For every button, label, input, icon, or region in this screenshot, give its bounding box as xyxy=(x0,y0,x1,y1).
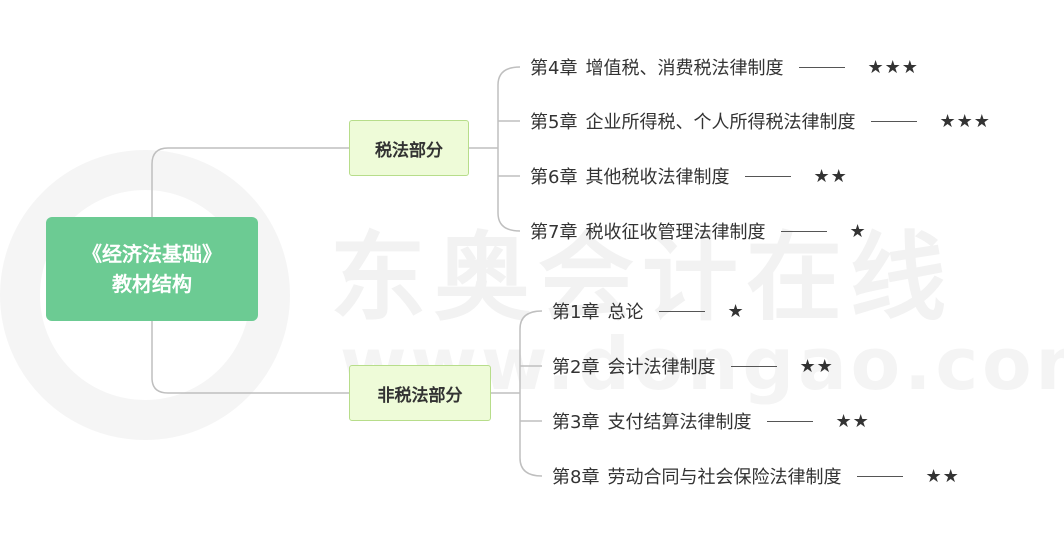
chapter-4: 第4章 增值税、消费税法律制度 ★★★ xyxy=(530,52,919,82)
chapter-7: 第7章 税收征收管理法律制度 ★ xyxy=(530,216,867,246)
branch-tax: 税法部分 xyxy=(349,120,469,176)
chapter-title: 税收征收管理法律制度 xyxy=(585,222,766,243)
root-title: 《经济法基础》 xyxy=(82,242,222,266)
chapter-number: 第7章 xyxy=(530,222,578,243)
chapter-title: 会计法律制度 xyxy=(607,357,716,378)
chapter-title: 增值税、消费税法律制度 xyxy=(585,58,784,79)
chapter-number: 第5章 xyxy=(530,112,578,133)
star-rating-icon: ★★ xyxy=(835,410,870,432)
branch-nontax-label: 非税法部分 xyxy=(377,385,463,406)
branch-nontax: 非税法部分 xyxy=(349,365,491,421)
chapter-number: 第3章 xyxy=(552,412,600,433)
connector-nontax-bracket xyxy=(519,310,543,477)
star-rating-icon: ★★ xyxy=(925,465,960,487)
chapter-number: 第8章 xyxy=(552,467,600,488)
star-rating-icon: ★★ xyxy=(799,355,834,377)
connector-root-to-nontax xyxy=(151,321,349,394)
root-node: 《经济法基础》 教材结构 xyxy=(46,217,258,321)
chapter-number: 第4章 xyxy=(530,58,578,79)
chapter-dash xyxy=(857,475,904,477)
chapter-5: 第5章 企业所得税、个人所得税法律制度 ★★★ xyxy=(530,106,991,136)
chapter-8: 第8章 劳动合同与社会保险法律制度 ★★ xyxy=(552,461,960,491)
chapter-number: 第2章 xyxy=(552,357,600,378)
connector-tax-bracket xyxy=(497,66,521,232)
star-rating-icon: ★★★ xyxy=(867,56,919,78)
chapter-dash xyxy=(871,120,918,122)
star-rating-icon: ★ xyxy=(727,300,745,322)
chapter-title: 支付结算法律制度 xyxy=(607,412,752,433)
chapter-dash xyxy=(767,420,814,422)
chapter-dash xyxy=(799,66,846,68)
chapter-title: 劳动合同与社会保险法律制度 xyxy=(607,467,842,488)
star-rating-icon: ★★ xyxy=(813,165,848,187)
chapter-3: 第3章 支付结算法律制度 ★★ xyxy=(552,406,870,436)
chapter-dash xyxy=(745,175,792,177)
chapter-title: 其他税收法律制度 xyxy=(585,167,730,188)
root-subtitle: 教材结构 xyxy=(112,272,192,296)
star-rating-icon: ★★★ xyxy=(939,110,991,132)
chapter-dash xyxy=(659,310,706,312)
chapter-2: 第2章 会计法律制度 ★★ xyxy=(552,351,834,381)
chapter-number: 第6章 xyxy=(530,167,578,188)
chapter-dash xyxy=(781,230,828,232)
branch-tax-label: 税法部分 xyxy=(375,140,443,161)
chapter-title: 企业所得税、个人所得税法律制度 xyxy=(585,112,856,133)
chapter-dash xyxy=(731,365,778,367)
connector-root-to-tax xyxy=(151,147,349,217)
chapter-title: 总论 xyxy=(607,302,644,323)
chapter-1: 第1章 总论 ★ xyxy=(552,296,745,326)
chapter-6: 第6章 其他税收法律制度 ★★ xyxy=(530,161,848,191)
star-rating-icon: ★ xyxy=(849,220,867,242)
chapter-number: 第1章 xyxy=(552,302,600,323)
